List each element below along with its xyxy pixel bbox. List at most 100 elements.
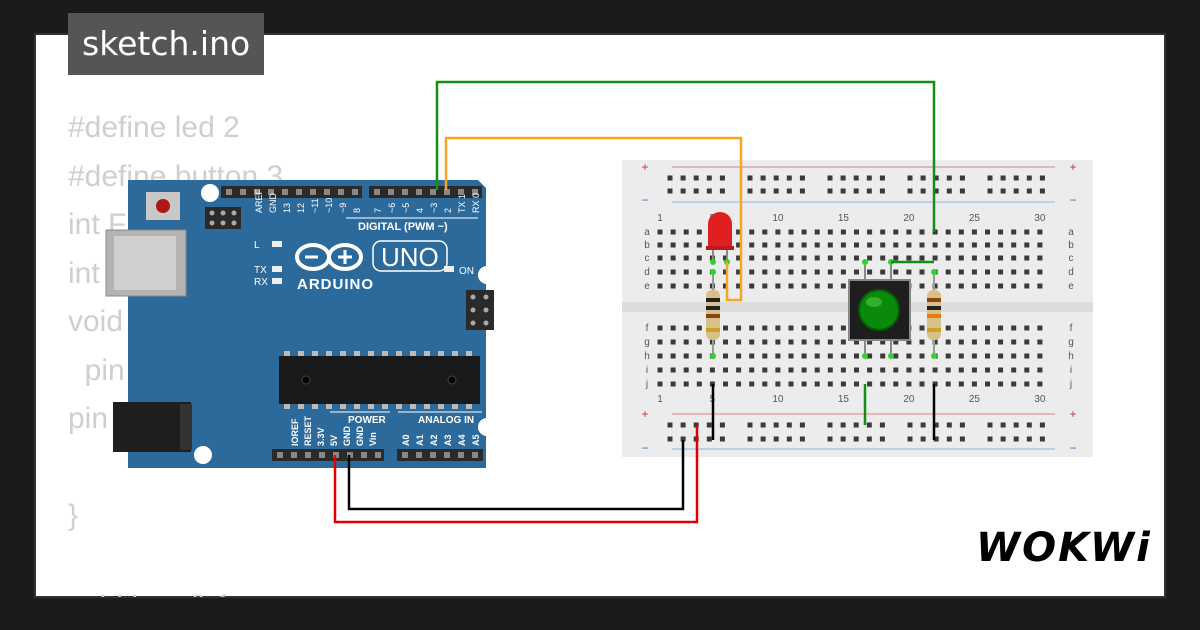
chip-notch — [301, 375, 311, 385]
resistor-button[interactable] — [927, 269, 941, 359]
column-number: 10 — [772, 394, 784, 405]
row-letter: e — [1068, 281, 1074, 292]
wire-green-pin3[interactable] — [435, 80, 936, 232]
digital-pin-label: AREF — [254, 188, 264, 213]
power-pin-label: RESET — [303, 415, 313, 446]
pushbutton-cap — [858, 289, 900, 331]
row-letter: h — [1068, 351, 1074, 362]
column-number: 15 — [838, 213, 850, 224]
wire-red-5v[interactable] — [333, 425, 699, 524]
row-letter: j — [645, 379, 648, 390]
row-letter: j — [1069, 379, 1072, 390]
power-pin-label: Vin — [368, 432, 378, 446]
row-letter: i — [646, 365, 648, 376]
uno-label: UNO — [381, 242, 439, 272]
resistor-led[interactable] — [706, 269, 720, 359]
analog-pin-label: A0 — [401, 434, 411, 446]
digital-pin-label: 7 — [373, 208, 383, 213]
led-label: L — [254, 240, 260, 251]
digital-pin-label: 13 — [282, 203, 292, 213]
chip-dot — [447, 375, 457, 385]
row-letter: b — [1068, 240, 1074, 251]
analog-label: ANALOG IN — [418, 415, 474, 426]
power-pin-label: GND — [355, 426, 365, 447]
rail-label: + — [641, 160, 648, 174]
mount-hole — [478, 418, 496, 436]
led-rim — [706, 246, 734, 250]
status-led — [272, 241, 282, 247]
on-led — [444, 266, 454, 272]
rail-label: − — [1069, 193, 1076, 207]
row-letter: c — [645, 253, 650, 264]
digital-pin-label: ~6 — [387, 203, 397, 213]
column-number: 1 — [657, 213, 663, 224]
row-letter: d — [1068, 267, 1074, 278]
rail-label: + — [641, 407, 648, 421]
wokwi-logo: WOKWi — [976, 525, 1152, 571]
row-letter: a — [1068, 227, 1074, 238]
power-jack — [113, 402, 191, 452]
row-letter: f — [1070, 323, 1073, 334]
wire-orange-pin2[interactable] — [444, 136, 743, 302]
arduino-brand: ARDUINO — [297, 276, 374, 293]
wire-black-gnd[interactable] — [347, 440, 685, 511]
column-number: 20 — [903, 213, 915, 224]
code-line: } — [68, 499, 79, 532]
power-jack-end — [180, 404, 192, 450]
arduino-logo — [295, 243, 363, 271]
row-letter: g — [644, 337, 650, 348]
analog-pin-label: A1 — [415, 434, 425, 446]
analog-pin-label: A4 — [457, 434, 467, 446]
digital-pin-label: 2 — [443, 208, 453, 213]
power-label: POWER — [348, 415, 387, 426]
code-line: void loop() { — [68, 583, 226, 597]
digital-pin-label: 4 — [415, 208, 425, 213]
rail-label: − — [641, 193, 648, 207]
column-number: 25 — [969, 213, 981, 224]
column-number: 10 — [772, 213, 784, 224]
digital-pin-label: ~3 — [429, 203, 439, 213]
column-number: 15 — [838, 394, 850, 405]
column-number: 20 — [903, 394, 915, 405]
status-led — [272, 266, 282, 272]
row-letter: f — [646, 323, 649, 334]
code-line: #define led 2 — [68, 111, 240, 144]
mount-hole — [194, 446, 212, 464]
rail-label: − — [1069, 441, 1076, 455]
power-pin-label: IOREF — [290, 418, 300, 446]
pushbutton[interactable] — [848, 259, 911, 359]
digital-pin-label: ~9 — [338, 203, 348, 213]
code-line: pin — [68, 402, 109, 435]
on-label: ON — [459, 266, 474, 277]
digital-label: DIGITAL (PWM ~) — [358, 221, 448, 233]
rail-label: − — [641, 441, 648, 455]
row-letter: e — [644, 281, 650, 292]
column-number: 30 — [1034, 394, 1046, 405]
code-line: void — [68, 305, 124, 338]
icsp-header-right — [466, 290, 494, 330]
status-led — [272, 278, 282, 284]
analog-pin-label: A2 — [429, 434, 439, 446]
led-label: TX — [254, 265, 267, 276]
usb-port-inner — [114, 236, 176, 290]
row-letter: h — [644, 351, 650, 362]
digital-pin-label: ~10 — [324, 198, 334, 213]
code-line: pin — [68, 353, 125, 387]
row-letter: i — [1070, 365, 1072, 376]
led-label: RX — [254, 277, 268, 288]
rail-label: + — [1069, 407, 1076, 421]
digital-pin-label: ~5 — [401, 203, 411, 213]
analog-header — [397, 449, 483, 461]
icsp-header — [205, 207, 241, 229]
column-number: 1 — [657, 394, 663, 405]
mount-hole — [201, 184, 219, 202]
digital-pin-label: 8 — [352, 208, 362, 213]
row-letter: c — [1069, 253, 1074, 264]
analog-pin-label: A3 — [443, 434, 453, 446]
mount-hole — [478, 266, 496, 284]
power-pin-label: GND — [342, 426, 352, 447]
power-header — [272, 449, 384, 461]
column-number: 25 — [969, 394, 981, 405]
reset-button-cap — [156, 199, 170, 213]
